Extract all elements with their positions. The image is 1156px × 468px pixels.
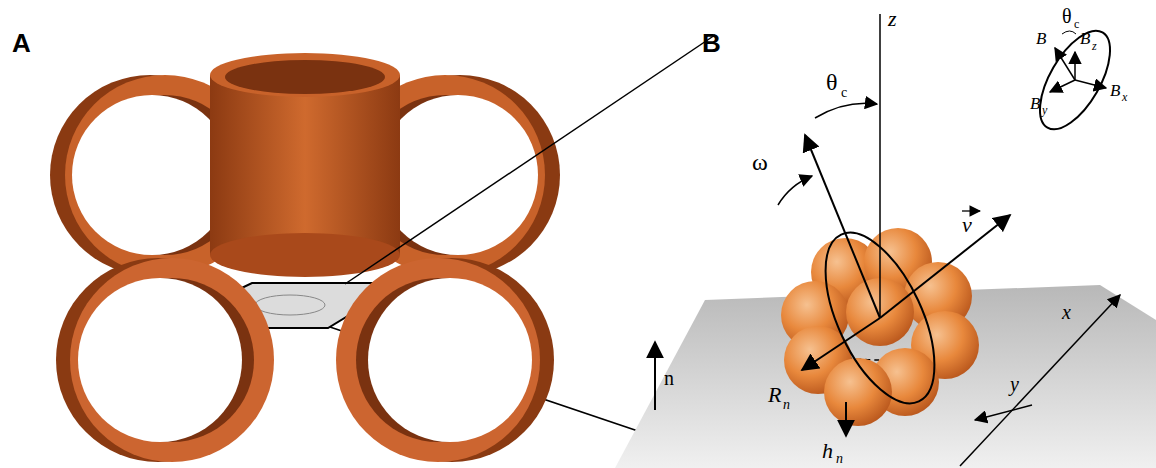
axis-label: z <box>888 8 897 30</box>
spin-label: ω <box>752 150 768 174</box>
axis-label: y <box>1010 374 1019 394</box>
velocity-label: v <box>962 214 972 236</box>
subscript: y <box>1042 104 1047 116</box>
field-label: B <box>1080 30 1090 47</box>
radius-label: R <box>768 384 781 406</box>
height-label: h <box>822 440 833 462</box>
subscript: c <box>1074 18 1079 30</box>
subscript: z <box>1092 40 1097 52</box>
field-ellipse <box>1026 20 1124 140</box>
theta-arc <box>815 103 877 118</box>
angle-symbol: θ <box>826 70 838 94</box>
field-x <box>1075 80 1106 88</box>
panel-letter: B <box>702 30 721 56</box>
normal-arrow <box>654 342 656 410</box>
radius-arrow <box>802 318 880 370</box>
sample-mark <box>255 295 325 315</box>
field-y <box>1050 80 1075 92</box>
normal-label: n <box>664 368 674 388</box>
subscript: c <box>841 86 847 100</box>
y-axis <box>975 405 1032 420</box>
front-left-coil <box>56 258 274 462</box>
field-label: B <box>1110 82 1120 99</box>
subscript: n <box>836 452 843 466</box>
field-label: B <box>1036 30 1046 47</box>
omega-axis <box>805 135 880 318</box>
field-z <box>1074 52 1076 80</box>
panel-letter: A <box>12 30 31 56</box>
z-axis <box>879 14 881 318</box>
axis-label: x <box>1062 302 1071 322</box>
vector-mark <box>962 210 980 211</box>
spin-arrow <box>778 176 812 205</box>
zoom-line <box>345 35 715 284</box>
field-vector <box>1055 48 1075 80</box>
subscript: n <box>783 398 790 412</box>
field-angle <box>1062 31 1076 34</box>
x-axis <box>960 295 1120 466</box>
top-coil <box>210 53 400 277</box>
front-right-coil <box>336 258 554 462</box>
angle-symbol: θ <box>1062 6 1072 26</box>
subscript: x <box>1122 91 1127 103</box>
velocity-arrow <box>880 215 1010 318</box>
height-arrow <box>845 402 847 436</box>
field-label: B <box>1030 95 1040 112</box>
